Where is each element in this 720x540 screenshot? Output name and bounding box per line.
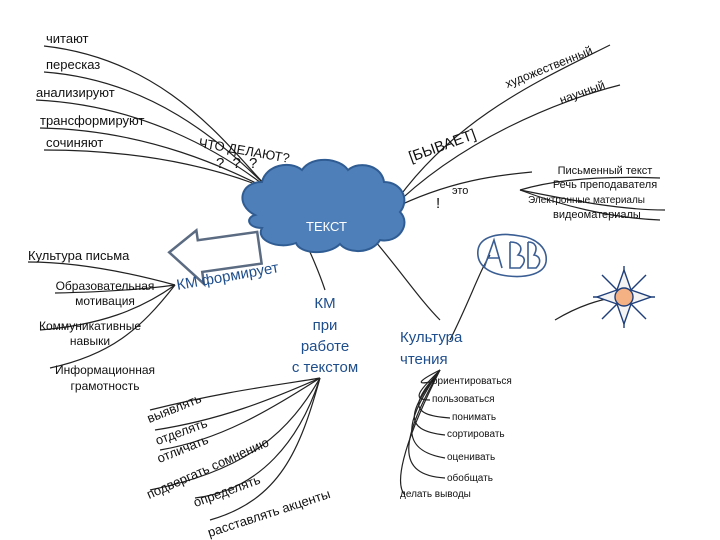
- reading-line2: чтения: [400, 351, 448, 368]
- km-work-line3: работе: [300, 338, 350, 355]
- teacher-speech: Речь преподавателя: [552, 179, 658, 191]
- motivation-line1: Образовательная: [55, 279, 155, 293]
- cloud-label: ТЕКСТ: [306, 219, 347, 234]
- question-marks: ? ? ?: [216, 155, 260, 172]
- word-compose: сочиняют: [46, 135, 104, 150]
- reading-item-use: пользоваться: [432, 394, 495, 405]
- motivation-line2: мотивация: [75, 294, 135, 308]
- sun-icon: [593, 266, 655, 328]
- written-text: Письменный текст: [557, 165, 653, 177]
- communicative-line2: навыки: [69, 334, 111, 348]
- word-retell: пересказ: [46, 57, 101, 72]
- exclamation: !: [436, 195, 441, 212]
- writing-culture: Культура письма: [28, 248, 130, 263]
- km-work-line1: КМ: [314, 295, 336, 312]
- word-analyze: анализируют: [36, 85, 115, 100]
- km-work-line2: при: [312, 317, 338, 334]
- left-arrow-icon: [167, 227, 264, 288]
- info-line1: Информационная: [54, 363, 156, 377]
- branch-read: [43, 45, 271, 191]
- word-read: читают: [46, 31, 89, 46]
- reading-item-orient: ориентироваться: [432, 376, 512, 387]
- km-work-line4: с текстом: [291, 359, 359, 376]
- reading-line1: Культура: [400, 329, 463, 346]
- abv-doodle-icon: [477, 233, 547, 278]
- electronic-materials: Электронные материалы: [528, 195, 645, 206]
- word-transform: трансформируют: [40, 113, 145, 128]
- reading-item-evaluate: оценивать: [447, 452, 496, 463]
- reading-item-understand: понимать: [452, 412, 497, 423]
- reading-item-sort: сортировать: [447, 429, 505, 440]
- video-materials: видеоматериалы: [553, 209, 641, 221]
- word-this-is: это: [452, 185, 469, 197]
- info-line2: грамотность: [70, 379, 140, 393]
- communicative-line1: Коммуникативные: [38, 319, 142, 333]
- reading-item-conclude: делать выводы: [400, 489, 471, 500]
- reading-item-generalize: обобщать: [447, 473, 493, 484]
- text-cloud: [241, 158, 406, 254]
